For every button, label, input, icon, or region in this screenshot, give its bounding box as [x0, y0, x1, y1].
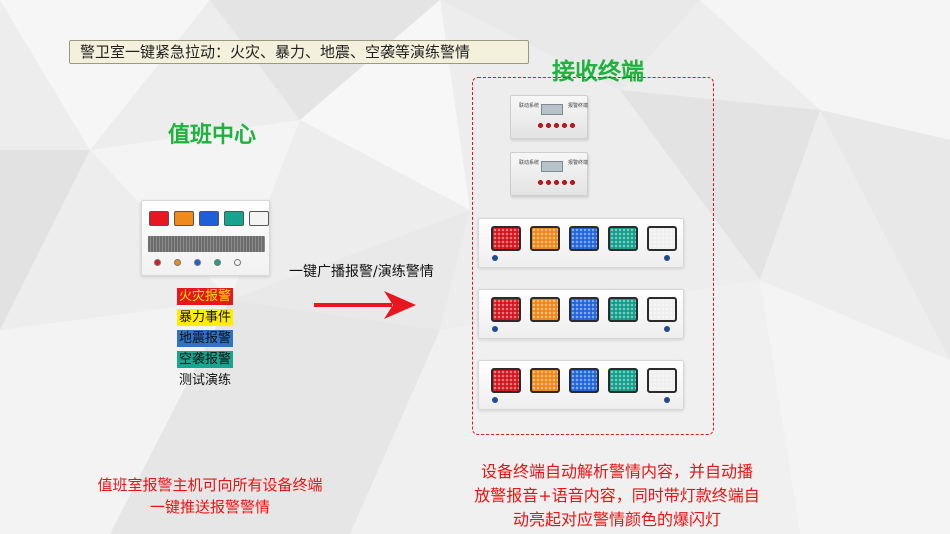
receiver-title: 接收终端 — [552, 59, 644, 85]
strobe-lamp-icon — [491, 368, 521, 393]
strobe-lamp-icon — [608, 368, 638, 393]
strobe-lamp-icon — [608, 297, 638, 322]
receiver-note: 设备终端自动解析警情内容，并自动播 放警报音+语音内容，同时带灯款终端自 动亮起… — [437, 460, 797, 532]
terminal-label: 报警终端 — [568, 160, 589, 166]
strobe-lamps — [491, 297, 677, 322]
strobe-lamp-icon — [647, 297, 677, 322]
terminal-screen — [541, 161, 563, 172]
led-display — [148, 236, 265, 252]
top-banner: 警卫室一键紧急拉动：火灾、暴力、地震、空袭等演练警情 — [69, 40, 529, 64]
lamp-icon — [224, 211, 244, 226]
button-dot-icon — [538, 180, 543, 185]
knob-icon — [194, 259, 201, 266]
knob-icon — [174, 259, 181, 266]
knob-icon — [154, 259, 161, 266]
lamp-icon — [249, 211, 269, 226]
strobe-lamps — [491, 368, 677, 393]
indicator-dot-icon — [492, 255, 498, 261]
indicator-dot-icon — [664, 397, 670, 403]
legend-item: 火灾报警 — [177, 288, 234, 305]
control-panel-lamps — [149, 211, 269, 226]
legend-item: 地震报警 — [177, 330, 234, 347]
duty-center-note: 值班室报警主机可向所有设备终端 一键推送报警警情 — [45, 474, 375, 518]
indicator-dot-icon — [664, 326, 670, 332]
control-panel-knobs — [154, 259, 241, 266]
terminal-buttons — [538, 123, 575, 128]
strobe-lamp-icon — [647, 226, 677, 251]
control-panel-icon — [141, 200, 270, 276]
terminal-box-icon: 联动系统 报警终端 — [510, 95, 588, 139]
duty-center-title: 值班中心 — [168, 123, 257, 148]
button-dot-icon — [538, 123, 543, 128]
button-dot-icon — [554, 180, 559, 185]
receiver-frame — [472, 77, 714, 435]
strobe-lamp-icon — [608, 226, 638, 251]
arrow-label: 一键广播报警/演练警情 — [289, 264, 434, 280]
button-dot-icon — [546, 123, 551, 128]
button-dot-icon — [562, 180, 567, 185]
strobe-light-strip — [478, 360, 684, 410]
strobe-light-strip — [478, 289, 684, 339]
terminal-buttons — [538, 180, 575, 185]
note-line: 设备终端自动解析警情内容，并自动播 — [480, 462, 753, 481]
note-line: 一键推送报警警情 — [149, 498, 270, 516]
terminal-screen — [541, 104, 563, 115]
terminal-label: 联动系统 — [519, 160, 540, 166]
strobe-lamp-icon — [530, 368, 560, 393]
knob-icon — [234, 259, 241, 266]
strobe-lamp-icon — [569, 297, 599, 322]
strobe-lamp-icon — [530, 297, 560, 322]
knob-icon — [214, 259, 221, 266]
strobe-lamp-icon — [569, 226, 599, 251]
alarm-legend: 火灾报警 暴力事件 地震报警 空袭报警 测试演练 — [177, 288, 234, 389]
note-line: 值班室报警主机可向所有设备终端 — [97, 476, 323, 494]
strobe-lamp-icon — [647, 368, 677, 393]
note-line: 放警报音+语音内容，同时带灯款终端自 — [474, 486, 760, 505]
strobe-lamp-icon — [491, 226, 521, 251]
indicator-dot-icon — [492, 397, 498, 403]
indicator-dot-icon — [492, 326, 498, 332]
strobe-lamp-icon — [530, 226, 560, 251]
button-dot-icon — [562, 123, 567, 128]
note-line: 动亮起对应警情颜色的爆闪灯 — [512, 510, 721, 529]
button-dot-icon — [554, 123, 559, 128]
strobe-light-strip — [478, 218, 684, 268]
strobe-lamps — [491, 226, 677, 251]
terminal-label: 联动系统 — [519, 103, 540, 109]
button-dot-icon — [546, 180, 551, 185]
lamp-icon — [174, 211, 194, 226]
arrow-right-icon — [314, 291, 416, 319]
legend-item: 暴力事件 — [177, 309, 234, 326]
strobe-lamp-icon — [569, 368, 599, 393]
strobe-lamp-icon — [491, 297, 521, 322]
legend-item: 测试演练 — [179, 373, 232, 388]
indicator-dot-icon — [664, 255, 670, 261]
button-dot-icon — [570, 123, 575, 128]
button-dot-icon — [570, 180, 575, 185]
lamp-icon — [199, 211, 219, 226]
legend-item: 空袭报警 — [177, 351, 234, 368]
lamp-icon — [149, 211, 169, 226]
terminal-box-icon: 联动系统 报警终端 — [510, 152, 588, 196]
terminal-label: 报警终端 — [568, 103, 589, 109]
